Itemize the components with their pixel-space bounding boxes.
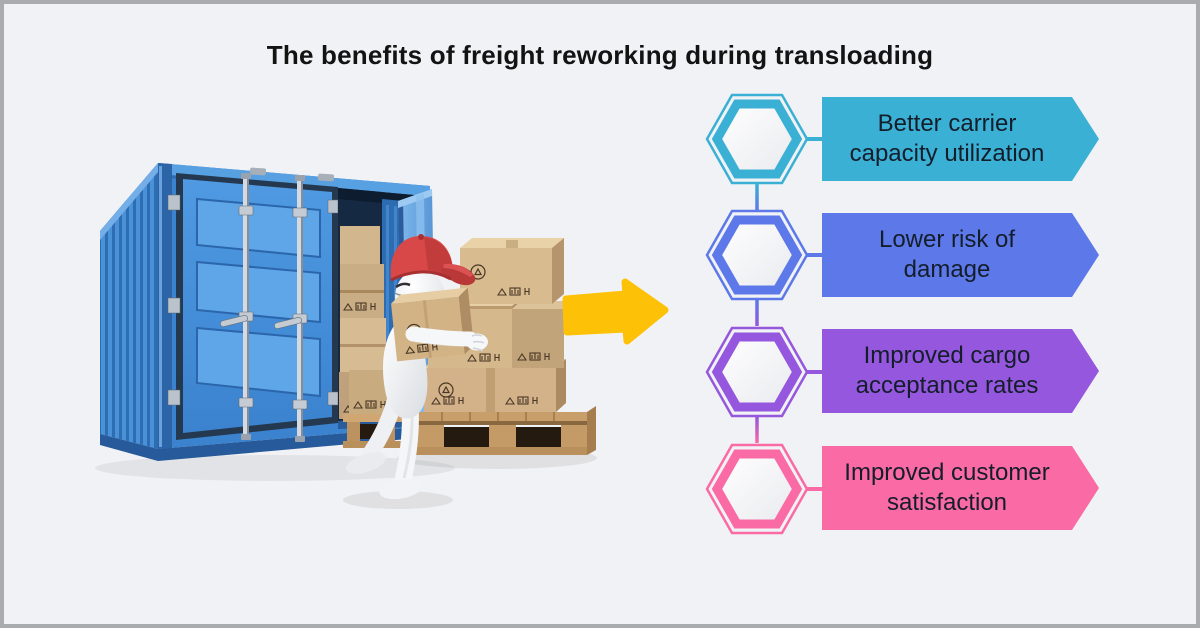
benefit-3-line-1: Improved cargo xyxy=(863,342,1031,369)
container-side-panel xyxy=(100,163,158,461)
benefit-4-line-2: satisfaction xyxy=(886,489,1008,516)
worker-red-cap-icon xyxy=(390,234,476,286)
benefit-2-line-1: Lower risk of xyxy=(878,226,1016,253)
shipping-container xyxy=(100,163,436,461)
benefit-banner-1: Better carrier capacity utilization xyxy=(822,97,1099,181)
top-box xyxy=(460,238,564,304)
benefit-banner-4: Improved customer satisfaction xyxy=(822,446,1099,530)
benefit-4-line-1: Improved customer xyxy=(844,459,1050,486)
wooden-pallet xyxy=(413,406,596,455)
benefit-hexagon-4 xyxy=(705,443,809,535)
benefit-2-line-2: damage xyxy=(903,256,991,283)
container-closed-door xyxy=(167,173,339,442)
worker-hand xyxy=(466,333,488,352)
transloading-illustration xyxy=(95,163,669,509)
benefit-1-line-2: capacity utilization xyxy=(849,140,1045,167)
benefit-hexagon-1 xyxy=(705,93,809,185)
right-arrow-icon xyxy=(562,278,669,345)
benefit-hexagon-3 xyxy=(705,326,809,418)
cargo-boxes-stack xyxy=(413,238,596,455)
page-title: The benefits of freight reworking during… xyxy=(266,40,934,70)
benefit-3-line-2: acceptance rates xyxy=(855,372,1039,399)
benefit-1-line-1: Better carrier xyxy=(877,110,1017,137)
benefit-banner-3: Improved cargo acceptance rates xyxy=(822,329,1099,413)
door-lock-rods xyxy=(220,173,308,442)
benefit-hexagon-2 xyxy=(705,209,809,301)
warehouse-worker-figure xyxy=(345,234,488,500)
benefit-banner-2: Lower risk of damage xyxy=(822,213,1099,297)
